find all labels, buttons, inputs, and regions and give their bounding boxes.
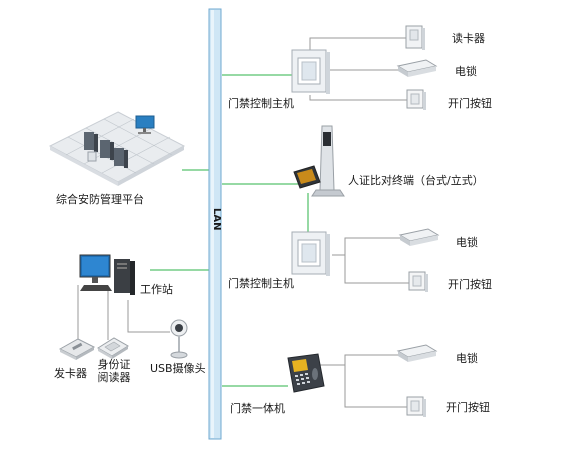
id-reader-label: 身份证 阅读器 (97, 358, 131, 384)
link-button-3 (344, 365, 407, 408)
lan-bus (208, 8, 222, 440)
button-1-label: 开门按钮 (448, 97, 492, 110)
electric-lock-icon (398, 228, 440, 246)
workstation-icon (79, 254, 135, 295)
card-reader-1-label: 读卡器 (452, 32, 485, 45)
button-3-label: 开门按钮 (446, 401, 490, 414)
card-issuer-label: 发卡器 (54, 367, 87, 380)
access-controller-icon (291, 231, 330, 276)
link-lock-3 (309, 354, 400, 366)
electric-lock-icon (396, 59, 438, 77)
button-2-label: 开门按钮 (448, 278, 492, 291)
access-terminal-icon (287, 353, 325, 393)
usb-camera-icon (170, 319, 188, 359)
exit-button-icon (406, 396, 426, 417)
server-platform-icon (48, 111, 186, 186)
controller-1-label: 门禁控制主机 (228, 97, 294, 110)
lan-label: LAN (211, 208, 222, 231)
id-reader-icon (97, 337, 129, 359)
access-controller-icon (291, 49, 330, 94)
link-button-2 (344, 255, 409, 284)
platform-label: 综合安防管理平台 (56, 193, 144, 206)
link-lock-2 (332, 237, 402, 256)
workstation-label: 工作站 (140, 283, 173, 296)
link-card-reader-1 (309, 37, 407, 50)
all-in-one-label: 门禁一体机 (230, 402, 285, 415)
usb-camera-label: USB摄像头 (150, 362, 206, 375)
link-button-1 (309, 95, 407, 101)
lock-3-label: 电锁 (456, 352, 478, 365)
card-reader-icon (405, 25, 425, 50)
terminal-label: 人证比对终端（台式/立式） (348, 174, 484, 187)
face-terminal-icon (293, 125, 345, 197)
controller-2-label: 门禁控制主机 (228, 277, 294, 290)
exit-button-icon (406, 89, 426, 110)
exit-button-icon (408, 271, 428, 292)
lock-2-label: 电锁 (456, 236, 478, 249)
link-usb-camera (127, 300, 170, 333)
card-issuer-icon (58, 338, 96, 360)
electric-lock-icon (396, 344, 438, 362)
lock-1-label: 电锁 (455, 65, 477, 78)
